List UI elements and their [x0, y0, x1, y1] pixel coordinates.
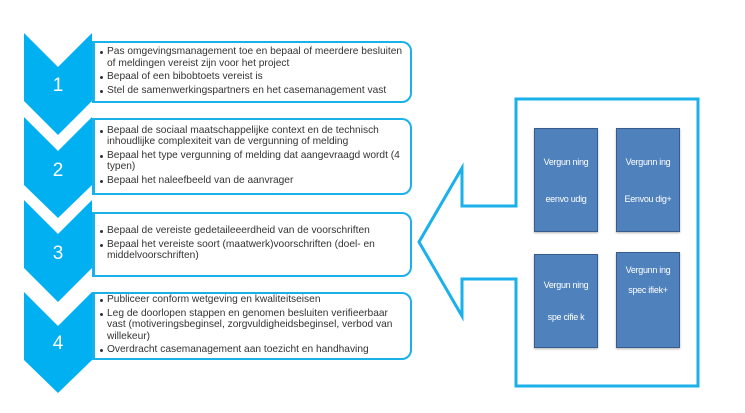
chevron-step-4 — [24, 292, 92, 393]
bullet-item: Stel de samenwerkingspartners en het cas… — [99, 85, 404, 97]
permit-type-label: spec ifiek+ — [628, 285, 668, 295]
step-1-box: Pas omgevingsmanagement toe en bepaal of… — [92, 41, 412, 103]
bullet-item: Publiceer conform wetgeving en kwaliteit… — [99, 294, 404, 306]
chevron-step-2 — [24, 117, 92, 218]
permit-type-simple-plus: Vergunn ing Eenvou dig+ — [616, 128, 680, 232]
step-4-box: Publiceer conform wetgeving en kwaliteit… — [92, 292, 412, 360]
bullet-item: Bepaal het naleefbeeld van de aanvrager — [99, 175, 404, 187]
bullet-item: Bepaal het vereiste soort (maatwerk)voor… — [99, 239, 404, 262]
permit-type-label: spe cifie k — [547, 312, 585, 322]
bullet-item: Overdracht casemanagement aan toezicht e… — [99, 344, 404, 356]
step-number: 3 — [52, 243, 64, 264]
bullet-item: Bepaal de vereiste gedetaileeerdheid van… — [99, 225, 404, 237]
step-number: 1 — [52, 75, 64, 96]
chevron-step-3 — [24, 200, 92, 302]
callout-arrow-frame — [417, 97, 700, 388]
permit-type-label: Vergunn ing — [625, 265, 671, 275]
bullet-item: Bepaal het type vergunning of melding da… — [99, 150, 404, 173]
chevron-step-1 — [24, 33, 92, 135]
bullet-item: Bepaal de sociaal maatschappelijke conte… — [99, 125, 404, 148]
bullet-item: Leg de doorlopen stappen en genomen besl… — [99, 308, 404, 343]
permit-type-label: Eenvou dig+ — [624, 193, 672, 204]
permit-type-label: eenvo udig — [545, 193, 587, 204]
bullet-item: Pas omgevingsmanagement toe en bepaal of… — [99, 46, 404, 69]
permit-type-specific: Vergun ning spe cifie k — [534, 254, 598, 348]
permit-type-specific-plus: Vergunn ing spec ifiek+ — [616, 252, 680, 348]
permit-type-label: Vergunn ing — [625, 156, 671, 167]
permit-type-label: Vergun ning — [543, 156, 589, 167]
step-number: 2 — [52, 160, 64, 181]
bullet-item: Bepaal of een bibobtoets vereist is — [99, 71, 404, 83]
step-2-box: Bepaal de sociaal maatschappelijke conte… — [92, 118, 412, 195]
step-3-box: Bepaal de vereiste gedetaileeerdheid van… — [92, 212, 412, 277]
step-number: 4 — [52, 333, 64, 354]
permit-type-label: Vergun ning — [543, 280, 589, 290]
permit-type-simple: Vergun ning eenvo udig — [534, 128, 598, 232]
